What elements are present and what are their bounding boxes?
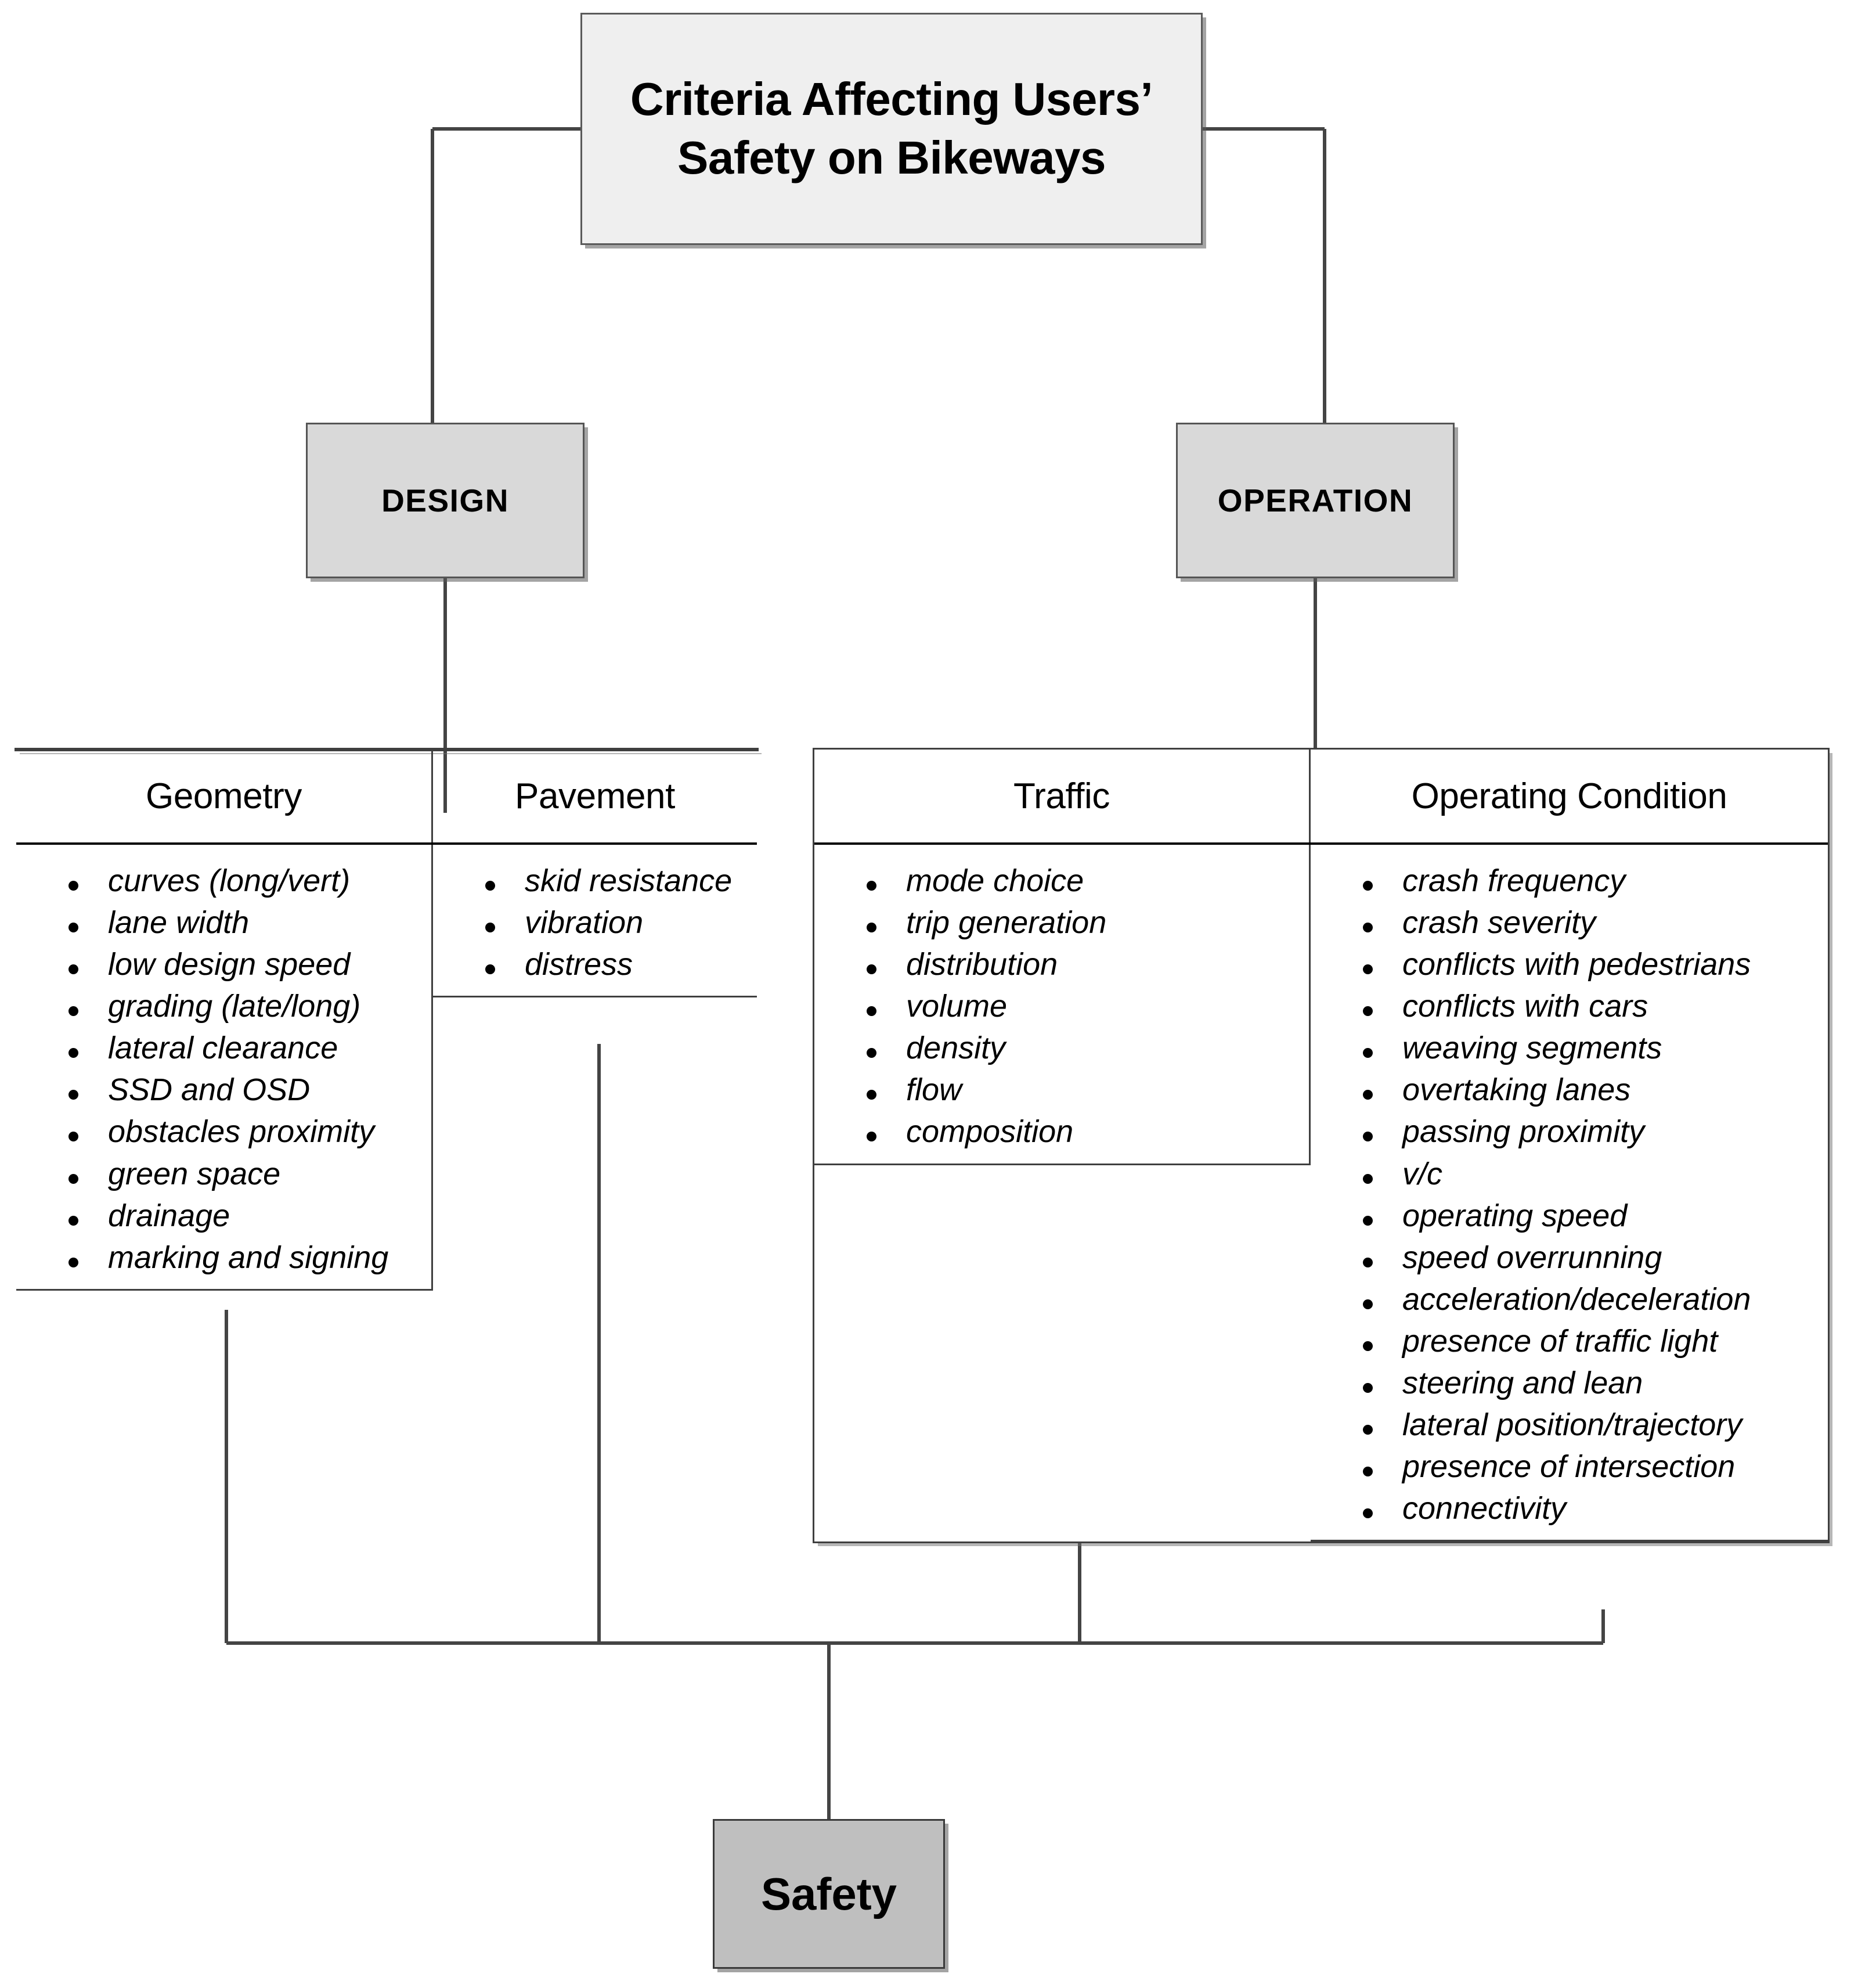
column-header-operating-condition: Operating Condition <box>1411 776 1727 816</box>
list-item: operating speed <box>1352 1195 1822 1237</box>
list-item: distress <box>475 943 751 985</box>
list-item: grading (late/long) <box>58 985 425 1027</box>
root-title-text: Criteria Affecting Users’ Safety on Bike… <box>615 70 1168 188</box>
list-item: distribution <box>856 943 1303 985</box>
root-title-line1: Criteria Affecting Users’ <box>630 73 1153 125</box>
list-item: passing proximity <box>1352 1111 1822 1152</box>
list-item: trip generation <box>856 902 1303 943</box>
column-header-pavement: Pavement <box>515 776 675 816</box>
branch-box-design: DESIGN <box>306 423 585 578</box>
list-item: composition <box>856 1111 1303 1152</box>
list-item: speed overrunning <box>1352 1237 1822 1278</box>
list-item: density <box>856 1027 1303 1069</box>
column-header-geometry: Geometry <box>16 750 433 842</box>
list-item: flow <box>856 1069 1303 1111</box>
list-item: weaving segments <box>1352 1027 1822 1069</box>
list-item: SSD and OSD <box>58 1069 425 1111</box>
list-item: lane width <box>58 902 425 943</box>
list-item: volume <box>856 985 1303 1027</box>
list-item: presence of traffic light <box>1352 1320 1822 1362</box>
branch-label-design: DESIGN <box>381 482 509 518</box>
list-item: crash severity <box>1352 902 1822 943</box>
list-item: crash frequency <box>1352 860 1822 902</box>
list-item: v/c <box>1352 1153 1822 1195</box>
list-item: marking and signing <box>58 1237 425 1278</box>
branch-label-operation: OPERATION <box>1217 482 1413 518</box>
root-title-box: Criteria Affecting Users’ Safety on Bike… <box>580 13 1203 245</box>
list-item: mode choice <box>856 860 1303 902</box>
list-item: acceleration/deceleration <box>1352 1278 1822 1320</box>
list-item: curves (long/vert) <box>58 860 425 902</box>
root-title-line2: Safety on Bikeways <box>677 132 1106 183</box>
list-item: lateral position/trajectory <box>1352 1404 1822 1446</box>
outcome-label: Safety <box>760 1868 897 1919</box>
group-header-row-design: Geometry Pavement <box>16 750 757 845</box>
list-item: skid resistance <box>475 860 751 902</box>
group-table-design: Geometry Pavement curves (long/vert)lane… <box>15 748 759 1291</box>
branch-box-operation: OPERATION <box>1176 423 1455 578</box>
list-item: low design speed <box>58 943 425 985</box>
group-header-row-operation: Traffic Operating Condition <box>814 750 1828 845</box>
list-item: connectivity <box>1352 1487 1822 1529</box>
column-header-traffic: Traffic <box>814 750 1311 842</box>
list-item: presence of intersection <box>1352 1446 1822 1487</box>
list-item: lateral clearance <box>58 1027 425 1069</box>
list-item: vibration <box>475 902 751 943</box>
list-item: conflicts with cars <box>1352 985 1822 1027</box>
list-item: steering and lean <box>1352 1362 1822 1404</box>
list-item: obstacles proximity <box>58 1111 425 1152</box>
list-item: drainage <box>58 1195 425 1237</box>
list-item: overtaking lanes <box>1352 1069 1822 1111</box>
outcome-box-safety: Safety <box>713 1819 945 1969</box>
list-item: conflicts with pedestrians <box>1352 943 1822 985</box>
list-item: green space <box>58 1153 425 1195</box>
